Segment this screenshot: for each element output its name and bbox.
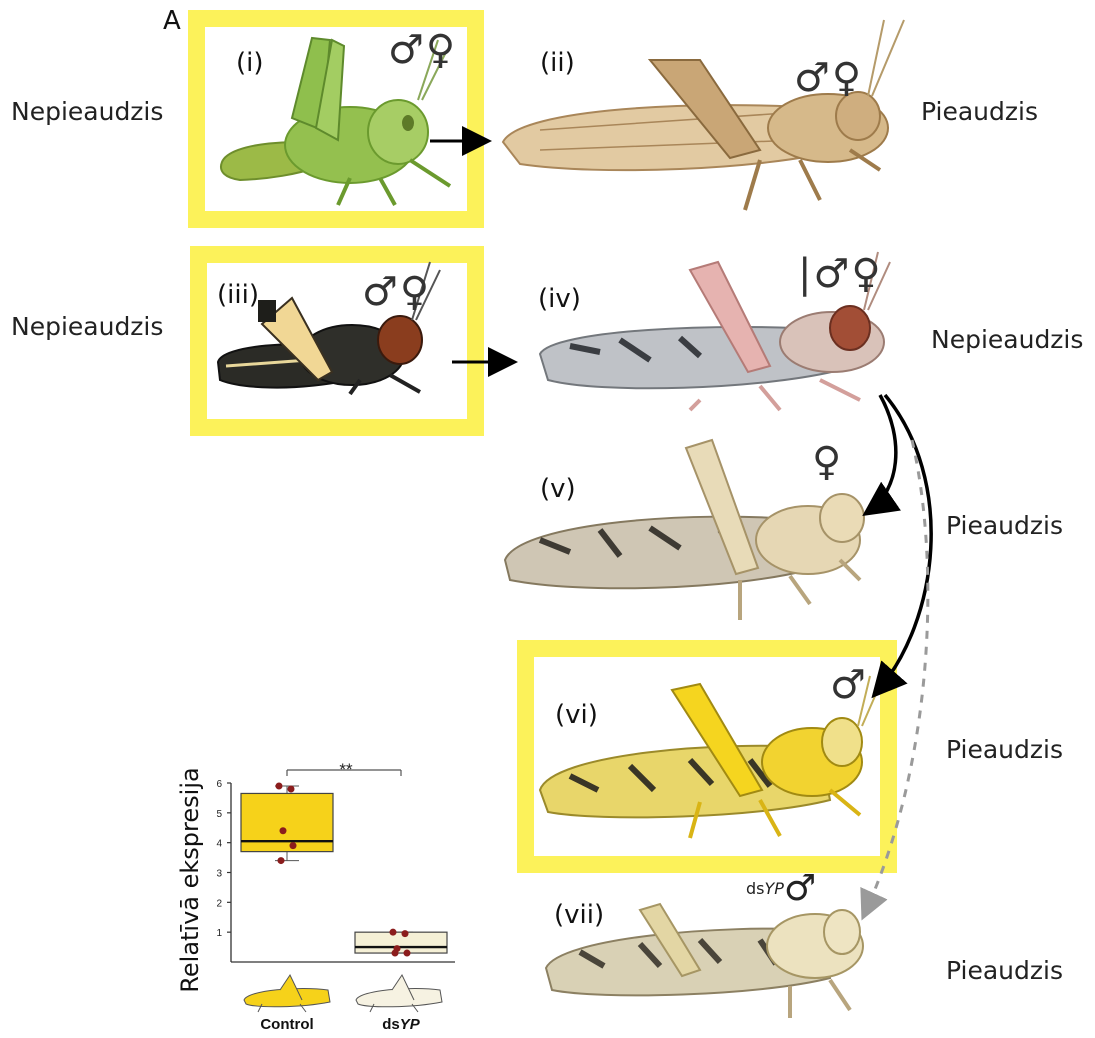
box-iqr (355, 932, 447, 953)
panel-label-vii: (vii) (554, 900, 604, 930)
data-point (392, 950, 399, 957)
data-point (390, 929, 397, 936)
sex-symbols-ii: ♂♀ (794, 58, 863, 98)
y-axis-label: Relatīvā ekspresija (176, 767, 204, 992)
male-symbol-icon: ♂ (784, 868, 816, 909)
sex-symbols-iv: |♂♀ (798, 254, 883, 294)
stage-label-v: Pieaudzis (946, 511, 1063, 540)
data-point (276, 782, 283, 789)
data-point (402, 930, 409, 937)
data-point (278, 857, 285, 864)
control-locust-icon (244, 975, 330, 1012)
panel-label-vi: (vi) (555, 700, 598, 730)
panel-label-iv: (iv) (538, 284, 581, 314)
y-tick-label: 1 (216, 928, 222, 939)
y-tick-label: 5 (216, 809, 222, 820)
stage-label-i: Nepieaudzis (11, 97, 163, 126)
arrow-iv-to-vi (876, 395, 931, 693)
tan-female-adult-locust (505, 440, 864, 620)
panel-label-v: (v) (540, 474, 576, 504)
significance-label: ** (339, 760, 353, 779)
y-tick-label: 3 (216, 869, 222, 880)
category-label-dsyp: dsYP (382, 1016, 421, 1033)
panel-label-i: (i) (236, 48, 264, 78)
data-point (280, 827, 287, 834)
dashed-arrow-iv-to-vii (864, 440, 928, 915)
arrow-iv-to-v (868, 395, 896, 512)
boxplot-chart: 1 2 3 4 5 6 ** Control dsYP (216, 760, 455, 1033)
sex-symbols-iii: ♂♀ (362, 272, 431, 312)
data-point (404, 950, 411, 957)
stage-label-vi: Pieaudzis (946, 735, 1063, 764)
stage-label-ii: Pieaudzis (921, 97, 1038, 126)
y-tick-label: 4 (216, 839, 222, 850)
stage-label-vii: Pieaudzis (946, 956, 1063, 985)
dsyp-italic: YP (765, 879, 784, 898)
panel-label-iii: (iii) (217, 280, 259, 310)
dsyp-locust-icon (356, 975, 442, 1012)
data-point (288, 785, 295, 792)
sex-symbol-v: ♀ (812, 442, 843, 482)
y-tick-label: 6 (216, 779, 222, 790)
y-tick-label: 2 (216, 898, 222, 909)
data-point (290, 842, 297, 849)
stage-label-iv: Nepieaudzis (931, 325, 1083, 354)
stage-label-iii: Nepieaudzis (11, 312, 163, 341)
sex-symbols-i: ♂♀ (388, 30, 457, 70)
panel-label-ii: (ii) (540, 48, 575, 78)
box-iqr (241, 793, 333, 851)
category-label-control: Control (260, 1016, 313, 1033)
sex-label-vii: dsYP♂ (746, 868, 816, 909)
dsyp-prefix: ds (746, 879, 765, 898)
sex-symbol-vi: ♂ (830, 665, 868, 705)
